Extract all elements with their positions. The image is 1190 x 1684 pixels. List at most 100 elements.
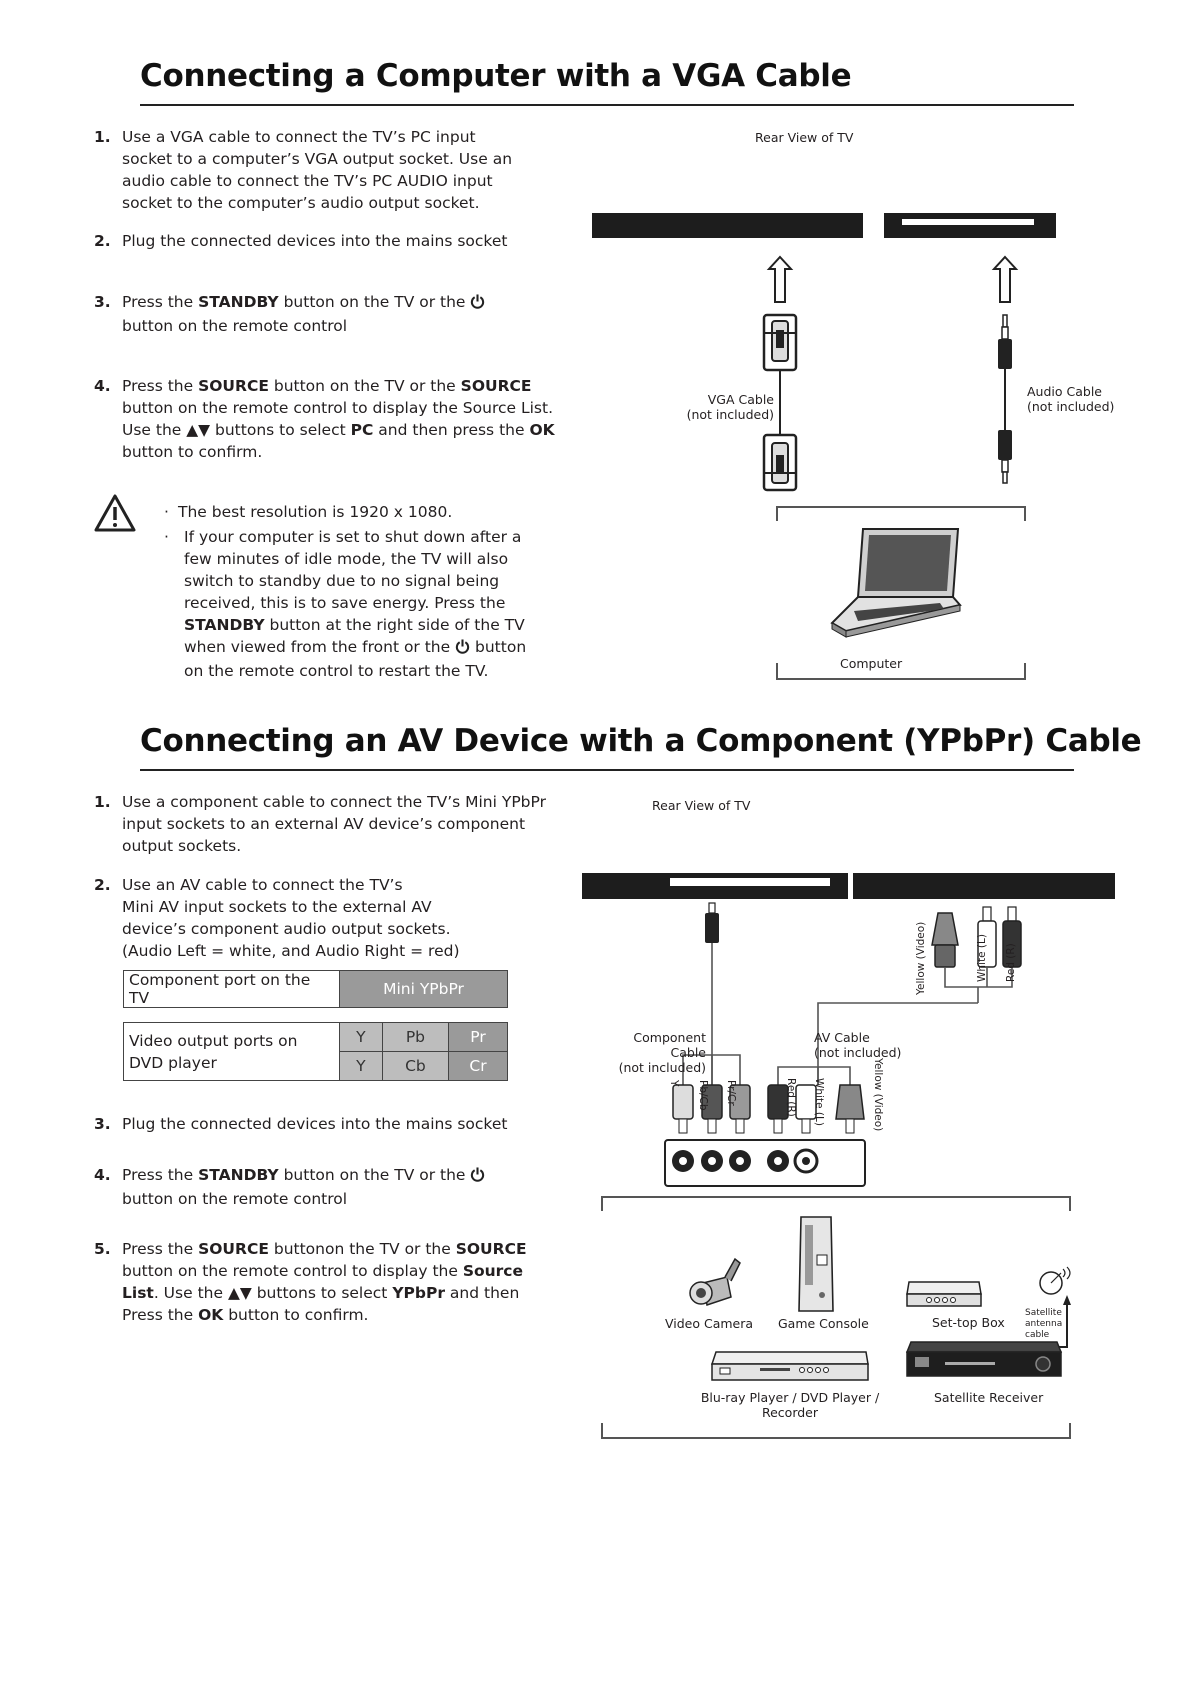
tv-rear-panel-left: [582, 873, 848, 899]
table-cell: Y: [339, 1022, 383, 1052]
label-line: (not included): [1027, 399, 1115, 414]
laptop-icon: [830, 528, 962, 638]
step-text: buttons to select: [210, 421, 351, 439]
game-console-icon: [798, 1216, 834, 1312]
step-number: 2.: [94, 232, 111, 250]
note-line: If your computer is set to shut down aft…: [184, 528, 522, 546]
step-text: button on the remote control to display …: [122, 1262, 463, 1280]
satellite-receiver-icon: [905, 1341, 1063, 1377]
step-line: (Audio Left = white, and Audio Right = r…: [122, 942, 460, 960]
set-top-box-icon: [906, 1281, 982, 1307]
ypbpr-label: YPbPr: [392, 1284, 445, 1302]
audio-cable-label: Audio Cable (not included): [1027, 384, 1137, 414]
tv-rear-panel-right: [884, 213, 1056, 238]
step-line: input sockets to an external AV device’s…: [122, 815, 526, 833]
tv-port-strip: [902, 219, 1034, 225]
step-text: Press the: [122, 1166, 199, 1184]
note-text: button at the right side of the TV: [264, 616, 525, 634]
step-line: button on the remote control: [122, 317, 348, 335]
power-icon: [470, 293, 485, 315]
label-line: Satellite: [1025, 1308, 1062, 1318]
table-cell: Cr: [448, 1051, 508, 1081]
tv-port-strip: [670, 878, 830, 886]
step-line: button on the remote control to display …: [122, 399, 553, 417]
step-number: 5.: [94, 1240, 111, 1258]
label-line: Audio Cable: [1027, 384, 1102, 399]
step-line: socket to the computer’s audio output so…: [122, 194, 480, 212]
table-cell: Component port on the TV: [123, 970, 340, 1008]
plug-label: Yellow (Video): [915, 921, 927, 995]
plug-label: Y: [668, 1080, 680, 1087]
section2-title: Connecting an AV Device with a Component…: [140, 723, 1142, 759]
note-text: The best resolution is 1920 x 1080.: [178, 503, 453, 521]
s1-rear-view-label: Rear View of TV: [755, 130, 854, 145]
plug-label: White (L): [976, 934, 988, 982]
video-camera-label: Video Camera: [665, 1316, 754, 1331]
s1-step-1: 1. Use a VGA cable to connect the TV’s P…: [94, 126, 554, 216]
step-line: Mini AV input sockets to the external AV: [122, 898, 432, 916]
video-output-table: Video output ports on DVD player Y Pb Pr…: [123, 1022, 508, 1081]
section1-title: Connecting a Computer with a VGA Cable: [140, 58, 852, 94]
step-text: button on the TV or the: [278, 1166, 471, 1184]
step-number: 3.: [94, 1115, 111, 1133]
tv-rear-panel-right: [853, 873, 1115, 899]
av-plugs-top: [817, 906, 1022, 1085]
warning-icon: [94, 494, 136, 532]
step-line: Plug the connected devices into the main…: [122, 1115, 508, 1133]
computer-bracket: [776, 506, 1026, 680]
step-line: Use a VGA cable to connect the TV’s PC i…: [122, 128, 476, 146]
step-text: and then press the: [373, 421, 530, 439]
s2-rear-view-label: Rear View of TV: [652, 798, 751, 813]
source-label: SOURCE: [455, 1240, 527, 1258]
arrow-buttons-label: ▲▼: [227, 1284, 252, 1302]
s1-notes: ·The best resolution is 1920 x 1080. · I…: [164, 501, 544, 682]
step-text: buttonon the TV or the: [268, 1240, 456, 1258]
power-icon: [470, 1166, 485, 1188]
s1-step-2: 2. Plug the connected devices into the m…: [94, 230, 554, 252]
note-line: received, this is to save energy. Press …: [184, 594, 506, 612]
plug-label: White (L): [813, 1078, 825, 1126]
label-line: (not included): [618, 1060, 706, 1075]
source-label: SOURCE: [460, 377, 532, 395]
pc-label: PC: [350, 421, 374, 439]
label-line: AV Cable: [814, 1030, 870, 1045]
step-line: Use a component cable to connect the TV’…: [122, 793, 546, 811]
step-line: device’s component audio output sockets.: [122, 920, 451, 938]
satellite-antenna-label: Satellite antenna cable: [1025, 1308, 1062, 1341]
tv-rear-panel-left: [592, 213, 863, 238]
table-label-line: Video output ports on: [129, 1031, 298, 1050]
s1-step-4: 4. Press the SOURCE button on the TV or …: [94, 375, 564, 465]
step-line: Use an AV cable to connect the TV’s: [122, 876, 403, 894]
step-number: 4.: [94, 1166, 111, 1184]
source-label: SOURCE: [198, 377, 269, 395]
label-line: Component Cable: [633, 1030, 706, 1060]
step-line: button on the remote control: [122, 1190, 348, 1208]
standby-label: STANDBY: [184, 616, 265, 634]
label-line: (not included): [814, 1045, 902, 1060]
power-icon: [455, 638, 470, 660]
step-text: button on the TV or the: [268, 377, 461, 395]
step-line: Plug the connected devices into the main…: [122, 232, 508, 250]
note-line: few minutes of idle mode, the TV will al…: [184, 550, 509, 568]
step-text: buttons to select: [251, 1284, 393, 1302]
bluray-player-icon: [710, 1351, 869, 1381]
step-text: Press the: [122, 1306, 199, 1324]
note-text: when viewed from the front or the: [184, 638, 456, 656]
step-line: socket to a computer’s VGA output socket…: [122, 150, 513, 168]
table-cell: Pb: [381, 1022, 450, 1052]
s2-step-3: 3. Plug the connected devices into the m…: [94, 1113, 564, 1135]
table-label-line: DVD player: [129, 1053, 217, 1072]
standby-label: STANDBY: [198, 293, 279, 311]
section1-rule: [140, 104, 1074, 106]
step-text: Press the: [122, 1240, 199, 1258]
vga-cable-label: VGA Cable (not included): [684, 392, 774, 422]
plug-label: Pr/Cr: [725, 1080, 737, 1106]
step-line: audio cable to connect the TV’s PC AUDIO…: [122, 172, 493, 190]
bullet-dot: ·: [164, 503, 169, 521]
audio-cable-drawing: [991, 255, 1019, 484]
step-text: Press the: [122, 377, 199, 395]
set-top-box-label: Set-top Box: [932, 1315, 1005, 1330]
step-number: 4.: [94, 377, 111, 395]
table-cell: Mini YPbPr: [339, 970, 508, 1008]
label-line: Recorder: [761, 1405, 819, 1420]
